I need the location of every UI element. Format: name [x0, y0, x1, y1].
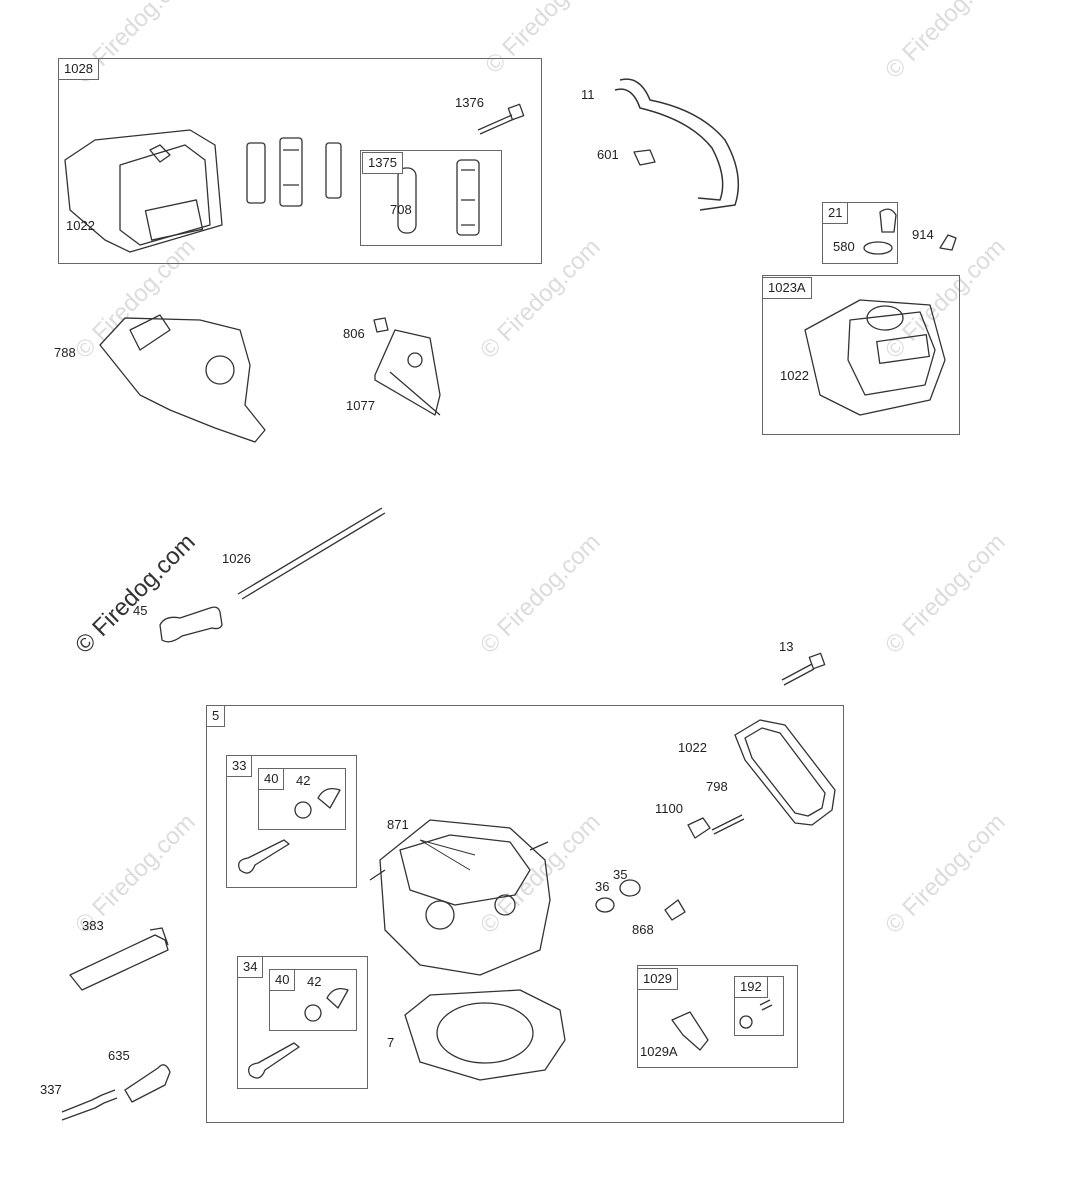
rocker-1029a-drawing: [671, 1011, 709, 1051]
hose-11-drawing: [619, 78, 740, 211]
seal-868-drawing: [664, 899, 686, 921]
bolt-806-drawing: [373, 317, 389, 333]
retainer-drawing: [317, 787, 341, 809]
bolt-13-drawing: [781, 663, 815, 686]
kit-box-33: [226, 755, 357, 888]
part-label-13: 13: [779, 639, 794, 654]
kit-tag-1028: 1028: [58, 58, 99, 80]
part-label-36: 36: [595, 879, 610, 894]
part-label-708: 708: [390, 202, 412, 217]
valve-exhaust-drawing: [237, 839, 290, 874]
part-label-1022: 1022: [678, 740, 707, 755]
oring-580-drawing: [863, 241, 893, 255]
part-label-868: 868: [632, 922, 654, 937]
bolt-1376-drawing: [477, 114, 515, 135]
kit-box-1023a: [762, 275, 960, 435]
gasket-708-drawing: [397, 167, 417, 234]
part-label-580: 580: [833, 239, 855, 254]
kit-tag-1023a: 1023A: [762, 277, 812, 299]
kit-box-1029: [637, 965, 798, 1068]
kit-tag-40b: 40: [269, 969, 296, 991]
cylinder-head-drawing: [369, 819, 551, 976]
part-label-635: 635: [108, 1048, 130, 1063]
kit-tag-40a: 40: [258, 768, 285, 790]
breather-drawing: [456, 159, 480, 236]
kit-box-40b: [269, 969, 357, 1031]
nut-1100-drawing: [687, 817, 711, 839]
shroud-788-drawing: [99, 314, 266, 443]
spring-36-drawing: [595, 897, 615, 913]
head-gasket-7-drawing: [404, 989, 566, 1081]
kit-box-40a: [258, 768, 346, 830]
lifter-45-drawing: [159, 606, 223, 643]
part-label-871: 871: [387, 817, 409, 832]
gasket-drawing: [325, 142, 342, 199]
bolt-914-drawing: [939, 234, 957, 251]
valve-cover-1023a-drawing: [804, 299, 946, 416]
part-label-806: 806: [343, 326, 365, 341]
kit-tag-33: 33: [226, 755, 253, 777]
part-label-7: 7: [387, 1035, 395, 1050]
keeper-drawing: [304, 1004, 322, 1022]
part-label-42: 42: [307, 974, 322, 989]
part-label-798: 798: [706, 779, 728, 794]
part-label-914: 914: [912, 227, 934, 242]
spark-plug-337-drawing: [61, 1089, 118, 1121]
spring-35-drawing: [619, 879, 641, 897]
part-label-11: 11: [581, 87, 595, 102]
boot-383-drawing: [69, 927, 169, 991]
stud-798-drawing: [711, 814, 745, 835]
valve-intake-drawing: [247, 1042, 300, 1079]
part-label-45: 45: [133, 603, 148, 618]
kit-tag-1375: 1375: [362, 152, 403, 174]
retainer-drawing: [326, 987, 349, 1009]
bracket-1077-drawing: [374, 329, 441, 416]
kit-box-1028: [58, 58, 542, 264]
clamp-601-drawing: [633, 149, 656, 166]
part-label-788: 788: [54, 345, 76, 360]
keeper-drawing: [294, 801, 312, 819]
kit-tag-1029: 1029: [637, 968, 678, 990]
part-label-1077: 1077: [346, 398, 375, 413]
part-label-1029a: 1029A: [640, 1044, 678, 1059]
kit-box-1375: [360, 150, 502, 246]
part-label-1026: 1026: [222, 551, 251, 566]
part-label-42: 42: [296, 773, 311, 788]
kit-box-21: [822, 202, 898, 264]
kit-box-5: [206, 705, 844, 1123]
kit-tag-21: 21: [822, 202, 849, 224]
part-label-35: 35: [613, 867, 628, 882]
filter-drawing: [279, 137, 303, 207]
valve-cover-1022-drawing: [64, 129, 223, 253]
gasket-drawing: [246, 142, 266, 204]
kit-tag-34: 34: [237, 956, 264, 978]
kit-tag-192: 192: [734, 976, 768, 998]
fill-cap-drawing: [879, 208, 897, 233]
part-label-601: 601: [597, 147, 619, 162]
cap-635-drawing: [124, 1064, 171, 1103]
kit-tag-5: 5: [206, 705, 226, 727]
part-label-1022: 1022: [780, 368, 809, 383]
part-label-1022: 1022: [66, 218, 95, 233]
kit-box-34: [237, 956, 368, 1089]
part-label-1100: 1100: [655, 801, 683, 816]
pushrod-1026-drawing: [237, 507, 386, 600]
part-label-337: 337: [40, 1082, 62, 1097]
leader-871: [419, 839, 476, 871]
part-label-383: 383: [82, 918, 104, 933]
gasket-1022-drawing: [734, 719, 836, 826]
nut-192-drawing: [739, 1015, 753, 1029]
part-label-1376: 1376: [455, 95, 484, 110]
